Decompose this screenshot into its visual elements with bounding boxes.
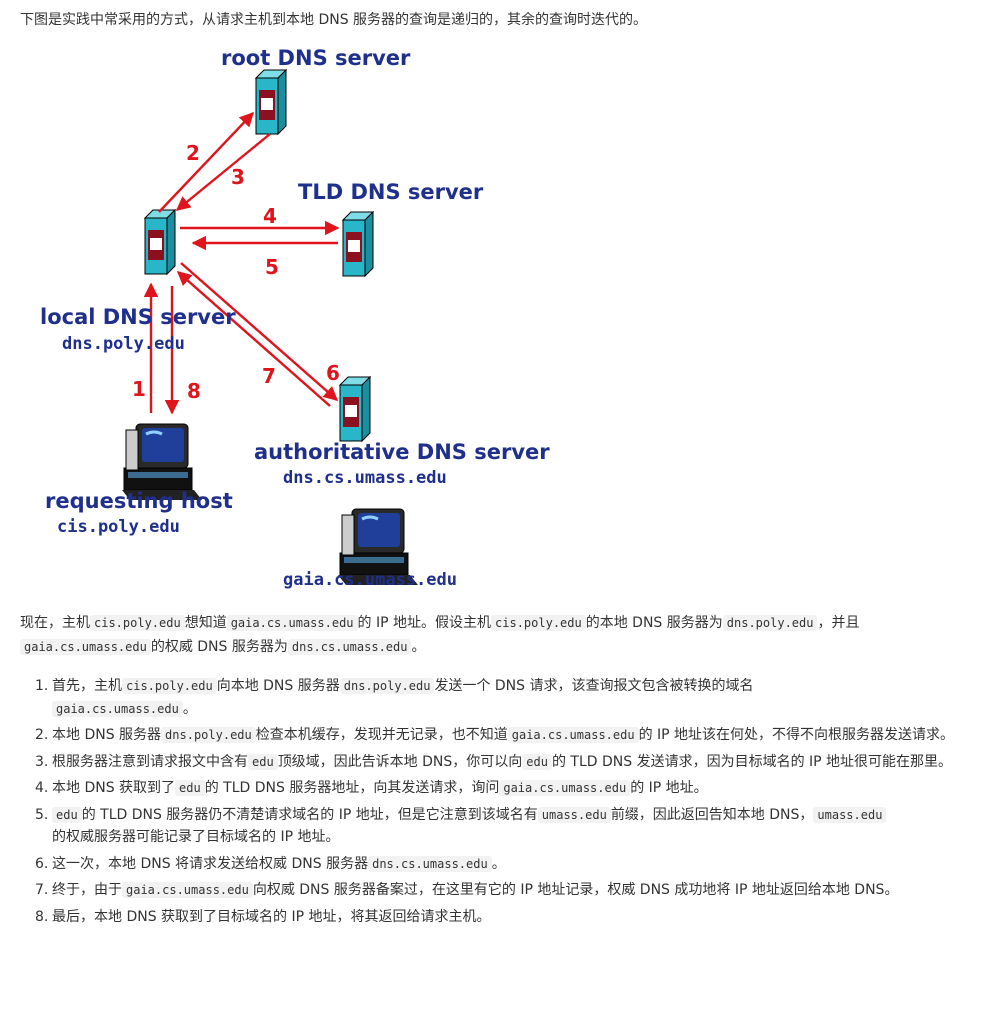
local-server-host: dns.poly.edu [62, 334, 185, 354]
dns-resolution-diagram: 1 2 3 4 5 6 7 8 root DNS server TLD DNS … [40, 46, 550, 590]
auth-server-icon [339, 376, 371, 442]
local-server-label: local DNS server [40, 305, 236, 329]
step-number-4: 4 [263, 204, 277, 228]
step-number-3: 3 [231, 165, 245, 189]
arrow-6 [180, 262, 339, 401]
step-number-1: 1 [132, 377, 146, 401]
step-number-5: 5 [265, 255, 279, 279]
auth-server-label: authoritative DNS server [254, 440, 550, 464]
step-number-8: 8 [187, 379, 201, 403]
step-number-2: 2 [186, 141, 200, 165]
root-server-label: root DNS server [221, 46, 411, 70]
step-number-6: 6 [326, 361, 340, 385]
local-server-icon [144, 209, 176, 275]
arrow-2 [158, 111, 254, 213]
tld-server-label: TLD DNS server [298, 180, 484, 204]
step-number-7: 7 [262, 364, 276, 388]
arrow-7 [176, 271, 331, 407]
intro-text: 下图是实践中常采用的方式，从请求主机到本地 DNS 服务器的查询是递归的，其余的… [20, 12, 648, 28]
auth-server-host: dns.cs.umass.edu [283, 468, 447, 488]
requesting-host-name: cis.poly.edu [57, 517, 180, 537]
list-item: 8.最后，本地 DNS 获取到了目标域名的 IP 地址，将其返回给请求主机。 [35, 908, 491, 925]
target-host-name: gaia.cs.umass.edu [283, 570, 457, 590]
root-server-icon [255, 69, 287, 135]
requesting-host-label: requesting host [45, 489, 233, 513]
tld-server-icon [342, 211, 374, 277]
arrow-3 [175, 133, 271, 211]
